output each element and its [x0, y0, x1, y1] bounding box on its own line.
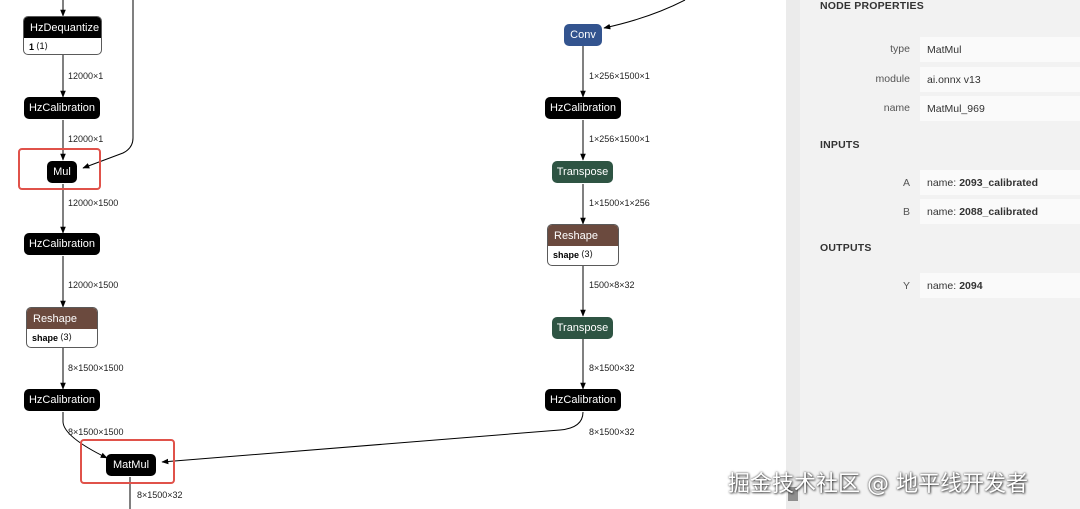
node-hzdequantize[interactable]: HzDequantize 1⟨1⟩ — [23, 16, 102, 55]
name-field[interactable]: MatMul_969 — [920, 96, 1080, 121]
edge-label: 8×1500×32 — [137, 490, 183, 500]
attr-value: ⟨3⟩ — [60, 332, 73, 342]
module-label: module — [875, 73, 910, 85]
node-hzcalibration-right-2[interactable]: HzCalibration — [545, 389, 621, 411]
output-y-prefix: name: — [927, 279, 957, 292]
attr-name: 1 — [29, 41, 35, 52]
edge-label: 1×1500×1×256 — [589, 198, 650, 208]
node-reshape-title: Reshape — [27, 308, 97, 329]
attr-value: ⟨3⟩ — [581, 249, 594, 259]
node-hzdequantize-attr: 1⟨1⟩ — [24, 38, 101, 54]
node-reshape-attr: shape⟨3⟩ — [27, 329, 97, 346]
node-reshape-attr: shape⟨3⟩ — [548, 246, 618, 263]
node-matmul[interactable]: MatMul — [106, 454, 156, 476]
input-b-label: B — [902, 206, 910, 218]
edge-label: 1×256×1500×1 — [589, 134, 650, 144]
graph-canvas[interactable]: HzDequantize 1⟨1⟩ HzCalibration Mul HzCa… — [0, 0, 786, 509]
node-reshape-left[interactable]: Reshape shape⟨3⟩ — [26, 307, 98, 348]
input-b-field[interactable]: name:2088_calibrated — [920, 199, 1080, 224]
node-label: HzCalibration — [28, 238, 96, 250]
edge-label: 12000×1 — [68, 71, 104, 81]
scrollbar-thumb[interactable] — [788, 487, 798, 501]
input-a-label: A — [902, 177, 910, 189]
node-label: Mul — [53, 166, 71, 178]
module-value: ai.onnx v13 — [927, 73, 981, 86]
node-reshape-right[interactable]: Reshape shape⟨3⟩ — [547, 224, 619, 266]
node-label: MatMul — [112, 459, 150, 471]
edge-label: 1×256×1500×1 — [589, 71, 650, 81]
node-properties-panel: NODE PROPERTIES type MatMul module ai.on… — [800, 0, 1080, 509]
edge-label: 8×1500×1500 — [68, 427, 124, 437]
node-hzcalibration-1[interactable]: HzCalibration — [24, 97, 100, 119]
node-reshape-title: Reshape — [548, 225, 618, 246]
inputs-header: INPUTS — [820, 139, 860, 151]
edge-label: 12000×1 — [68, 134, 104, 144]
outputs-header: OUTPUTS — [820, 242, 872, 254]
output-y-field[interactable]: name:2094 — [920, 273, 1080, 298]
node-label: Transpose — [556, 322, 609, 334]
output-y-value: 2094 — [959, 279, 983, 292]
node-label: HzCalibration — [549, 394, 617, 406]
node-hzcalibration-3[interactable]: HzCalibration — [24, 389, 100, 411]
input-b-value: 2088_calibrated — [959, 205, 1038, 218]
highlight-box-mul — [18, 148, 101, 190]
node-label: Transpose — [556, 166, 609, 178]
type-value: MatMul — [927, 43, 962, 56]
input-a-value: 2093_calibrated — [959, 176, 1038, 189]
type-label: type — [890, 43, 910, 55]
node-label: HzCalibration — [28, 102, 96, 114]
node-transpose-2[interactable]: Transpose — [552, 317, 613, 339]
edge-label: 8×1500×32 — [589, 427, 635, 437]
node-hzcalibration-right-1[interactable]: HzCalibration — [545, 97, 621, 119]
edge-label: 12000×1500 — [68, 198, 119, 208]
watermark-text: 掘金技术社区 @ 地平线开发者 — [728, 472, 1028, 497]
node-properties-header: NODE PROPERTIES — [820, 0, 924, 12]
edge-label: 8×1500×32 — [589, 363, 635, 373]
attr-name: shape — [32, 332, 59, 343]
output-y-label: Y — [902, 280, 910, 292]
node-mul[interactable]: Mul — [47, 161, 77, 183]
module-field[interactable]: ai.onnx v13 — [920, 67, 1080, 92]
panel-scrollbar[interactable] — [786, 0, 800, 509]
node-label: HzCalibration — [549, 102, 617, 114]
edge-label: 1500×8×32 — [589, 280, 635, 290]
edge-label: 12000×1500 — [68, 280, 119, 290]
type-field[interactable]: MatMul — [920, 37, 1080, 62]
highlight-box-matmul — [80, 439, 175, 484]
attr-value: ⟨1⟩ — [36, 41, 49, 51]
input-a-field[interactable]: name:2093_calibrated — [920, 170, 1080, 195]
node-transpose-1[interactable]: Transpose — [552, 161, 613, 183]
edge-label: 8×1500×1500 — [68, 363, 124, 373]
graph-edges — [60, 0, 686, 509]
node-hzdequantize-title: HzDequantize — [24, 17, 101, 38]
name-value: MatMul_969 — [927, 102, 985, 115]
node-conv[interactable]: Conv — [564, 24, 602, 46]
node-label: Conv — [570, 29, 596, 41]
attr-name: shape — [553, 249, 580, 260]
input-b-prefix: name: — [927, 205, 957, 218]
node-label: HzCalibration — [28, 394, 96, 406]
name-label: name — [883, 102, 910, 114]
node-hzcalibration-2[interactable]: HzCalibration — [24, 233, 100, 255]
input-a-prefix: name: — [927, 176, 957, 189]
